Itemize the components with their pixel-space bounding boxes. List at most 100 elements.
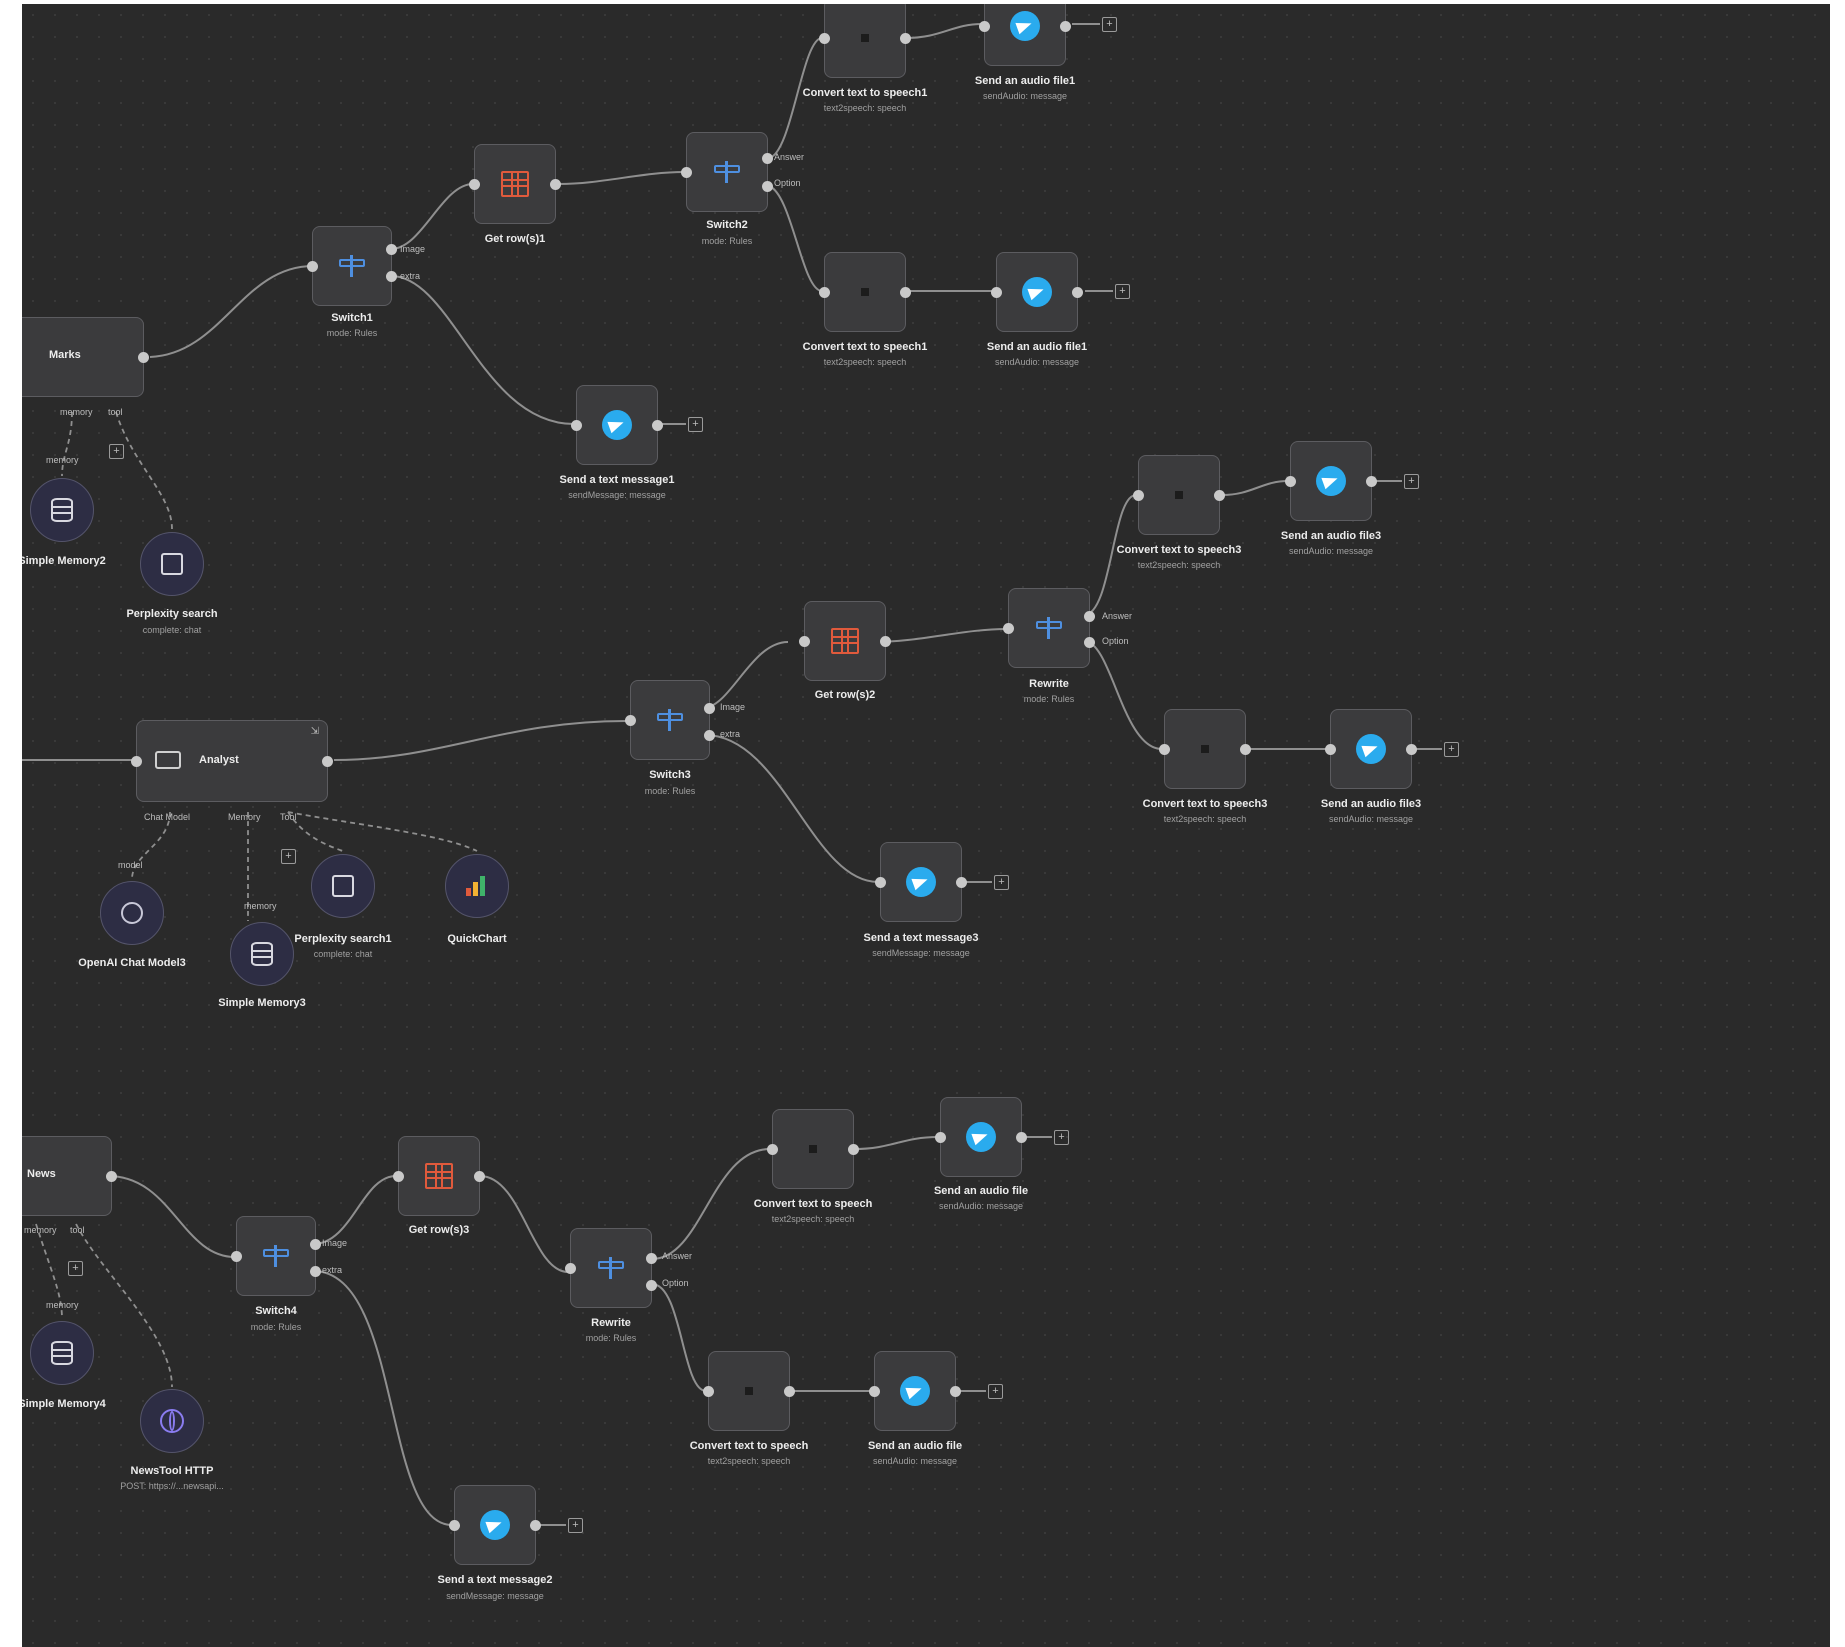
telegram-audio-node[interactable] bbox=[935, 1097, 1027, 1177]
switch3-node[interactable] bbox=[625, 680, 715, 760]
output-handle[interactable] bbox=[550, 178, 561, 190]
output-handle[interactable] bbox=[762, 181, 773, 192]
workflow-canvas[interactable]: Marks memory tool + Image extra Switch1 … bbox=[22, 4, 1830, 1647]
input-handle[interactable] bbox=[991, 286, 1002, 298]
sheets-node[interactable] bbox=[469, 144, 561, 224]
output-handle[interactable] bbox=[106, 1170, 117, 1182]
add-tool-button[interactable]: + bbox=[68, 1261, 83, 1276]
output-handle[interactable] bbox=[1016, 1131, 1027, 1143]
openai-model-node[interactable] bbox=[100, 881, 164, 945]
add-tool-button[interactable]: + bbox=[281, 849, 296, 864]
quickchart-node[interactable] bbox=[445, 854, 509, 918]
input-handle[interactable] bbox=[469, 178, 480, 190]
input-handle[interactable] bbox=[819, 32, 830, 44]
output-handle[interactable] bbox=[310, 1239, 321, 1250]
output-handle[interactable] bbox=[646, 1253, 657, 1264]
input-handle[interactable] bbox=[799, 635, 810, 647]
output-handle[interactable] bbox=[784, 1385, 795, 1397]
input-handle[interactable] bbox=[935, 1131, 946, 1143]
telegram-audio-node[interactable] bbox=[869, 1351, 961, 1431]
input-handle[interactable] bbox=[703, 1385, 714, 1397]
output-handle[interactable] bbox=[1366, 475, 1377, 487]
input-handle[interactable] bbox=[625, 714, 636, 726]
output-handle[interactable] bbox=[386, 244, 397, 255]
output-handle[interactable] bbox=[1060, 20, 1071, 32]
add-node-button[interactable]: + bbox=[994, 875, 1009, 890]
telegram-text-node[interactable] bbox=[875, 842, 967, 922]
output-handle[interactable] bbox=[704, 703, 715, 714]
input-handle[interactable] bbox=[869, 1385, 880, 1397]
memory-node[interactable] bbox=[230, 922, 294, 986]
perplexity-node[interactable] bbox=[311, 854, 375, 918]
output-handle[interactable] bbox=[386, 271, 397, 282]
input-handle[interactable] bbox=[681, 166, 692, 178]
input-handle[interactable] bbox=[819, 286, 830, 298]
output-handle[interactable] bbox=[652, 419, 663, 431]
switch2-node[interactable] bbox=[681, 132, 773, 212]
tts-node[interactable] bbox=[819, 252, 911, 332]
add-node-button[interactable]: + bbox=[1115, 284, 1130, 299]
output-handle[interactable] bbox=[530, 1519, 541, 1531]
output-handle[interactable] bbox=[646, 1280, 657, 1291]
output-handle[interactable] bbox=[950, 1385, 961, 1397]
tts-node[interactable] bbox=[819, 4, 911, 78]
switch6-node[interactable] bbox=[565, 1228, 657, 1308]
add-tool-button[interactable]: + bbox=[109, 444, 124, 459]
telegram-audio-node[interactable] bbox=[1285, 441, 1377, 521]
switch5-node[interactable] bbox=[231, 1216, 321, 1296]
input-handle[interactable] bbox=[1159, 743, 1170, 755]
add-node-button[interactable]: + bbox=[688, 417, 703, 432]
memory-node[interactable] bbox=[30, 1321, 94, 1385]
input-handle[interactable] bbox=[449, 1519, 460, 1531]
output-handle[interactable] bbox=[848, 1143, 859, 1155]
output-handle[interactable] bbox=[880, 635, 891, 647]
input-handle[interactable] bbox=[565, 1262, 576, 1274]
input-handle[interactable] bbox=[875, 876, 886, 888]
http-request-node[interactable] bbox=[140, 1389, 204, 1453]
expand-icon[interactable]: ⇲ bbox=[310, 726, 319, 737]
tts-node[interactable] bbox=[767, 1109, 859, 1189]
output-handle[interactable] bbox=[1240, 743, 1251, 755]
output-handle[interactable] bbox=[322, 755, 333, 767]
memory-node[interactable] bbox=[30, 478, 94, 542]
agent-node-analyst[interactable]: Analyst ⇲ bbox=[131, 720, 333, 802]
output-handle[interactable] bbox=[900, 32, 911, 44]
input-handle[interactable] bbox=[571, 419, 582, 431]
output-handle[interactable] bbox=[900, 286, 911, 298]
output-handle[interactable] bbox=[1084, 611, 1095, 622]
switch4-node[interactable] bbox=[1003, 588, 1095, 668]
telegram-audio-node[interactable] bbox=[1325, 709, 1417, 789]
tts-node[interactable] bbox=[1133, 455, 1225, 535]
telegram-audio-node[interactable] bbox=[979, 4, 1071, 66]
add-node-button[interactable]: + bbox=[568, 1518, 583, 1533]
telegram-text-node[interactable] bbox=[571, 385, 663, 465]
output-handle[interactable] bbox=[1214, 489, 1225, 501]
output-handle[interactable] bbox=[704, 730, 715, 741]
input-handle[interactable] bbox=[767, 1143, 778, 1155]
switch1-node[interactable] bbox=[307, 226, 397, 306]
agent-node-marks[interactable]: Marks bbox=[22, 317, 149, 397]
sheets-node[interactable] bbox=[393, 1136, 485, 1216]
input-handle[interactable] bbox=[979, 20, 990, 32]
tts-node[interactable] bbox=[1159, 709, 1251, 789]
output-handle[interactable] bbox=[762, 153, 773, 164]
add-node-button[interactable]: + bbox=[1102, 17, 1117, 32]
output-handle[interactable] bbox=[474, 1170, 485, 1182]
agent-node-news[interactable]: News bbox=[22, 1136, 117, 1216]
output-handle[interactable] bbox=[956, 876, 967, 888]
input-handle[interactable] bbox=[131, 755, 142, 767]
add-node-button[interactable]: + bbox=[1404, 474, 1419, 489]
telegram-text-node[interactable] bbox=[449, 1485, 541, 1565]
sheets-node[interactable] bbox=[799, 601, 891, 681]
output-handle[interactable] bbox=[1072, 286, 1083, 298]
input-handle[interactable] bbox=[307, 260, 318, 272]
input-handle[interactable] bbox=[1325, 743, 1336, 755]
output-handle[interactable] bbox=[138, 351, 149, 363]
input-handle[interactable] bbox=[231, 1250, 242, 1262]
input-handle[interactable] bbox=[1285, 475, 1296, 487]
tts-node[interactable] bbox=[703, 1351, 795, 1431]
input-handle[interactable] bbox=[1133, 489, 1144, 501]
telegram-audio-node[interactable] bbox=[991, 252, 1083, 332]
perplexity-node[interactable] bbox=[140, 532, 204, 596]
output-handle[interactable] bbox=[1084, 637, 1095, 648]
